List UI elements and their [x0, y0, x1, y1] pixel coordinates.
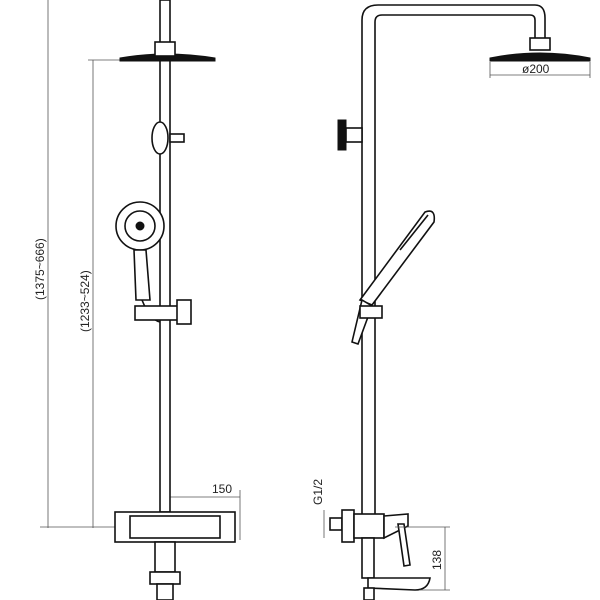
head-connector — [154, 41, 176, 57]
front-mixer — [114, 511, 236, 600]
dimension-inlet-thread: G1/2 — [311, 479, 325, 538]
head-diameter-label: ø200 — [522, 62, 550, 76]
diverter-knob-side — [337, 119, 363, 151]
side-view: ø200 G1/2 13 — [311, 4, 591, 600]
side-mixer — [329, 509, 431, 600]
head-height-label: (1233~524) — [78, 270, 92, 332]
riser-pole — [159, 0, 171, 513]
overhead-shower-head-side — [489, 52, 591, 62]
diverter-valve — [169, 133, 185, 143]
dimension-head-diameter: ø200 — [489, 62, 591, 78]
dimension-total-height: (1375~666) — [33, 0, 120, 528]
head-connector-side — [529, 37, 551, 51]
overhead-shower-head — [119, 53, 216, 62]
hand-shower — [115, 201, 165, 323]
inlet-thread-label: G1/2 — [311, 479, 325, 505]
slide-bracket — [134, 299, 192, 325]
diverter-knob — [151, 121, 169, 155]
dimension-head-height: (1233~524) — [78, 59, 150, 528]
dimension-spout-height: 138 — [395, 526, 450, 591]
total-height-label: (1375~666) — [33, 238, 47, 300]
hand-shower-side — [351, 210, 436, 346]
projection-label: 150 — [212, 482, 232, 496]
spout-height-label: 138 — [430, 550, 444, 570]
riser-arm — [361, 4, 546, 515]
dimension-projection: 150 — [168, 482, 241, 540]
front-view: (1375~666) (1233~524) 150 — [33, 0, 241, 600]
